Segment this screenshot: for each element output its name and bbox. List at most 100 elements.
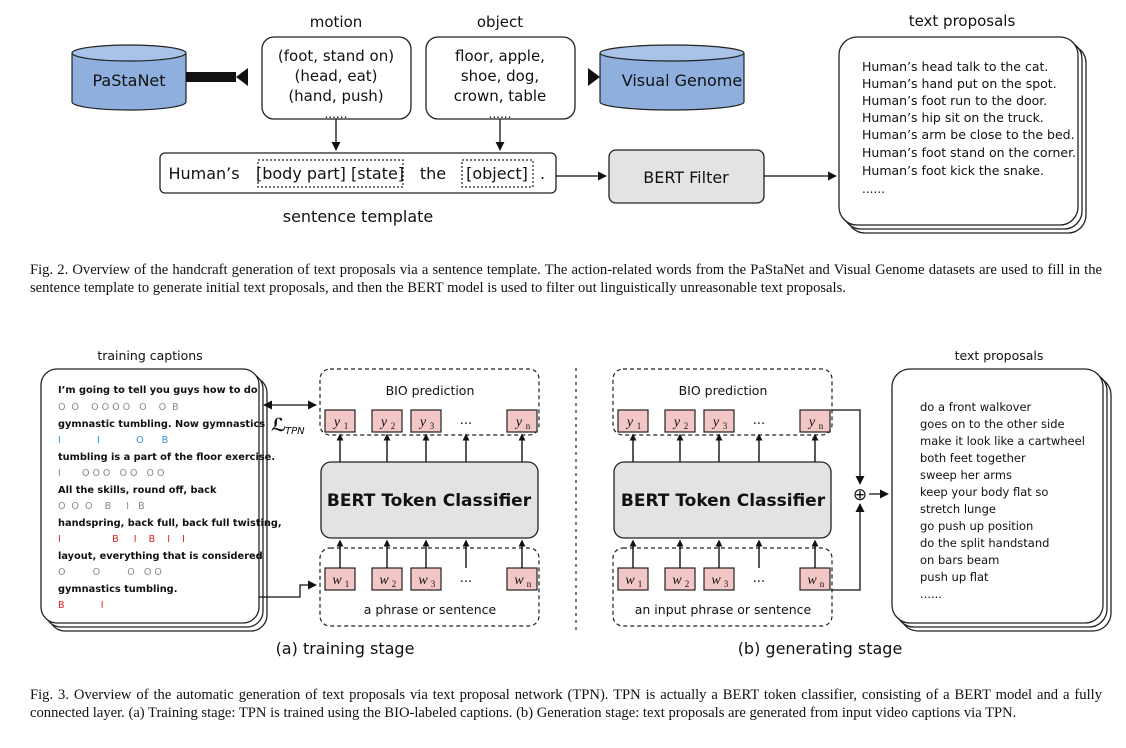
visual-genome-arrow: [588, 68, 600, 86]
fig3-proposals-list: do a front walkover goes on to the other…: [920, 400, 1085, 601]
pastanet-arrow-shaft: [186, 72, 236, 82]
object-ellipsis: ......: [489, 107, 512, 121]
object-slot: [461, 159, 534, 188]
pastanet-database-icon: PaStaNet: [71, 44, 187, 111]
sentence-template-box: [159, 152, 557, 194]
object-title: object: [477, 13, 523, 31]
phrase-label-right: an input phrase or sentence: [635, 602, 812, 617]
yn-to-oplus-arrow: [831, 409, 865, 485]
proposal-item: Human’s foot kick the snake.: [862, 163, 1044, 178]
caption-line: gymnastic tumbling. Now gymnastics: [58, 419, 265, 430]
fig3-diagram: training captions text proposals I’m goi…: [40, 348, 1112, 658]
object-item: shoe, dog,: [461, 67, 539, 85]
w-token-subscript: 2: [392, 579, 397, 589]
proposals-box: [838, 36, 1079, 226]
pastanet-label: PaStaNet: [92, 71, 165, 90]
token-ellipsis: ...: [753, 413, 765, 428]
proposal-ellipsis: ......: [920, 587, 942, 601]
bert-filter-label: BERT Filter: [643, 168, 729, 187]
y-token-left: [506, 409, 538, 433]
phrase-label-left: a phrase or sentence: [364, 602, 497, 617]
visual-genome-label: Visual Genome: [622, 71, 742, 90]
caption-line: I’m going to tell you guys how to do: [58, 385, 258, 396]
proposal-item: stretch lunge: [920, 502, 996, 516]
y-token-subscript: 3: [723, 421, 728, 431]
y-token-subscript: 2: [684, 421, 689, 431]
y-token-subscript: 1: [344, 421, 349, 431]
y-token-right: [617, 409, 649, 433]
y-token-subscript: 1: [637, 421, 642, 431]
caption-line: tumbling is a part of the floor exercise…: [58, 452, 275, 463]
y-token-subscript: 3: [430, 421, 435, 431]
w-token-subscript: 1: [638, 579, 643, 589]
y-token-left: [410, 409, 442, 433]
bio-row: O O O B I B: [58, 501, 145, 512]
w-token-label: w: [807, 573, 817, 588]
template-period: .: [540, 164, 545, 183]
y-token-label: y: [711, 415, 720, 430]
w-token-label: w: [672, 573, 682, 588]
y-token-subscript: 2: [391, 421, 396, 431]
bert-classifier-label-right: BERT Token Classifier: [621, 491, 826, 511]
loss-symbol: ℒ: [271, 415, 286, 436]
proposals3-box: [891, 368, 1104, 624]
bio-prediction-group-left: [319, 368, 540, 436]
bio-row: O O O O O O O O B: [58, 402, 179, 413]
motion-ellipsis: ......: [325, 107, 348, 121]
object-item: crown, table: [454, 87, 547, 105]
motion-item: (foot, stand on): [278, 47, 394, 65]
proposal-item: Human’s arm be close to the bed.: [862, 127, 1075, 142]
bio-row: O O O O O: [58, 567, 162, 578]
w-token-label: w: [379, 573, 389, 588]
bert-token-classifier-left: [320, 461, 539, 539]
bio-row: I O O O O O O O: [58, 468, 164, 479]
wn-to-oplus-arrow: [831, 503, 865, 591]
motion-title: motion: [310, 13, 363, 31]
w-token-subscript: 3: [724, 579, 729, 589]
caption-line: layout, everything that is considered: [58, 551, 263, 562]
w-token-subscript: 2: [685, 579, 690, 589]
w-token-label: w: [514, 573, 524, 588]
motion-item: (hand, push): [288, 87, 383, 105]
loss-subscript: TPN: [285, 426, 305, 437]
w-token-subscript: 1: [345, 579, 350, 589]
y-token-left: [371, 409, 403, 433]
token-ellipsis: ...: [460, 413, 472, 428]
token-ellipsis: ...: [460, 571, 472, 586]
y-token-label: y: [672, 415, 681, 430]
proposal-item: goes on to the other side: [920, 417, 1065, 431]
bio-row: I B I B I I: [58, 534, 185, 545]
label-training-stage: (a) training stage: [276, 639, 415, 658]
captions-to-input-arrow: [259, 580, 317, 598]
fig2-proposals-list: Human’s head talk to the cat. Human’s ha…: [862, 59, 1076, 196]
w-token-subscript: n: [820, 579, 825, 589]
y-token-right: [799, 409, 831, 433]
y-token-label: y: [418, 415, 427, 430]
input-group-left: [319, 547, 540, 627]
token-ellipsis: ...: [753, 571, 765, 586]
proposal-item: Human’s hip sit on the truck.: [862, 110, 1044, 125]
proposal-item: on bars beam: [920, 553, 999, 567]
proposal-item: sweep her arms: [920, 468, 1012, 482]
proposal-item: go push up position: [920, 519, 1033, 533]
proposal-item: do the split handstand: [920, 536, 1049, 550]
fig3-caption: Fig. 3. Overview of the automatic genera…: [30, 687, 1102, 721]
training-captions-title: training captions: [97, 348, 202, 363]
caption-line: handspring, back full, back full twistin…: [58, 518, 282, 529]
fig2-diagram: motion object text proposals PaStaNet (f…: [71, 12, 1087, 234]
bio-prediction-label-left: BIO prediction: [386, 383, 475, 398]
oplus-icon: ⊕: [853, 485, 867, 505]
motion-item: (head, eat): [295, 67, 378, 85]
fig3-text-proposals-title: text proposals: [955, 348, 1044, 363]
label-generating-stage: (b) generating stage: [738, 639, 903, 658]
y-token-subscript: n: [819, 421, 824, 431]
proposal-ellipsis: ......: [862, 182, 885, 196]
y-token-right: [703, 409, 735, 433]
object-item: floor, apple,: [455, 47, 545, 65]
y-token-subscript: n: [526, 421, 531, 431]
y-token-label: y: [807, 415, 816, 430]
y-token-right: [664, 409, 696, 433]
